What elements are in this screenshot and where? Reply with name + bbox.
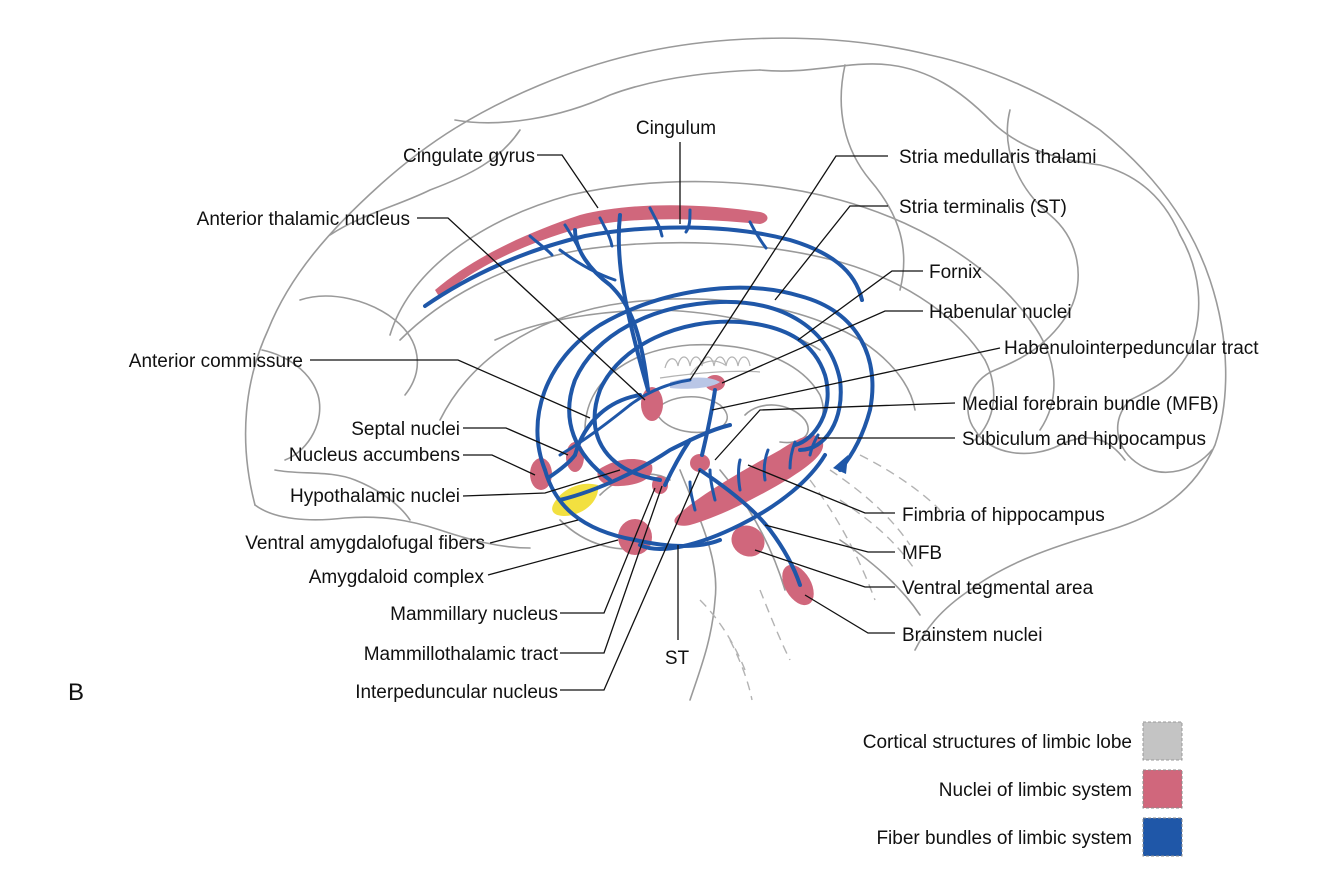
label-habenular-nuclei: Habenular nuclei (929, 302, 1072, 323)
legend: Cortical structures of limbic lobe Nucle… (863, 721, 1183, 857)
legend-label-nuclei: Nuclei of limbic system (939, 780, 1132, 801)
label-habenulointerpeduncular-tract: Habenulointerpeduncular tract (1004, 338, 1259, 359)
label-anterior-commissure: Anterior commissure (129, 351, 303, 372)
label-cingulum: Cingulum (636, 118, 716, 139)
stria-terminalis-fiber (535, 285, 875, 472)
label-mammillary-nucleus: Mammillary nucleus (390, 604, 558, 625)
legend-swatch-fibers (1142, 817, 1183, 857)
cingulum-fiber (423, 225, 864, 308)
label-brainstem-nuclei: Brainstem nuclei (902, 625, 1042, 646)
label-cingulate-gyrus: Cingulate gyrus (403, 146, 535, 167)
limbic-fibers (423, 206, 875, 587)
legend-label-cortical: Cortical structures of limbic lobe (863, 732, 1132, 753)
interpeduncular-nucleus-shape (690, 454, 710, 472)
leader-lines (310, 142, 1001, 691)
label-interpeduncular-nucleus: Interpeduncular nucleus (355, 682, 558, 703)
nucleus-accumbens-shape (530, 458, 552, 490)
hypothalamic-nuclei-shape (597, 458, 653, 487)
label-ventral-tegmental-area: Ventral tegmental area (902, 578, 1094, 599)
legend-label-fibers: Fiber bundles of limbic system (876, 828, 1132, 849)
ventral-tegmental-area-shape (731, 525, 765, 557)
labels: B Cingulum Cingulate gyrus Anterior thal… (68, 118, 1259, 706)
label-ventral-amygdalofugal: Ventral amygdalofugal fibers (245, 533, 485, 554)
label-septal-nuclei: Septal nuclei (351, 419, 460, 440)
label-medial-forebrain-bundle: Medial forebrain bundle (MFB) (962, 394, 1219, 415)
label-stria-terminalis: Stria terminalis (ST) (899, 197, 1067, 218)
panel-label: B (68, 679, 84, 706)
label-mfb-short: MFB (902, 543, 942, 564)
label-subiculum-hippocampus: Subiculum and hippocampus (962, 429, 1206, 450)
habenulointerpeduncular-fiber (700, 388, 717, 457)
label-stria-medullaris-thalami: Stria medullaris thalami (899, 147, 1096, 168)
subiculum-hippocampus-shape (674, 435, 824, 526)
label-st-short: ST (665, 648, 690, 669)
legend-swatch-cortical (1142, 721, 1183, 761)
label-fimbria: Fimbria of hippocampus (902, 505, 1105, 526)
legend-swatch-nuclei (1142, 769, 1183, 809)
label-fornix: Fornix (929, 262, 982, 283)
label-amygdaloid-complex: Amygdaloid complex (309, 567, 485, 588)
label-anterior-thalamic-nucleus: Anterior thalamic nucleus (197, 209, 410, 230)
label-nucleus-accumbens: Nucleus accumbens (289, 445, 460, 466)
mfb-fiber (558, 423, 732, 502)
cingulate-gyrus-shape (435, 205, 768, 298)
label-hypothalamic-nuclei: Hypothalamic nuclei (290, 486, 460, 507)
fimbria-fiber (638, 453, 827, 551)
brain-outline (244, 37, 1227, 701)
label-mammillothalamic-tract: Mammillothalamic tract (364, 644, 559, 665)
